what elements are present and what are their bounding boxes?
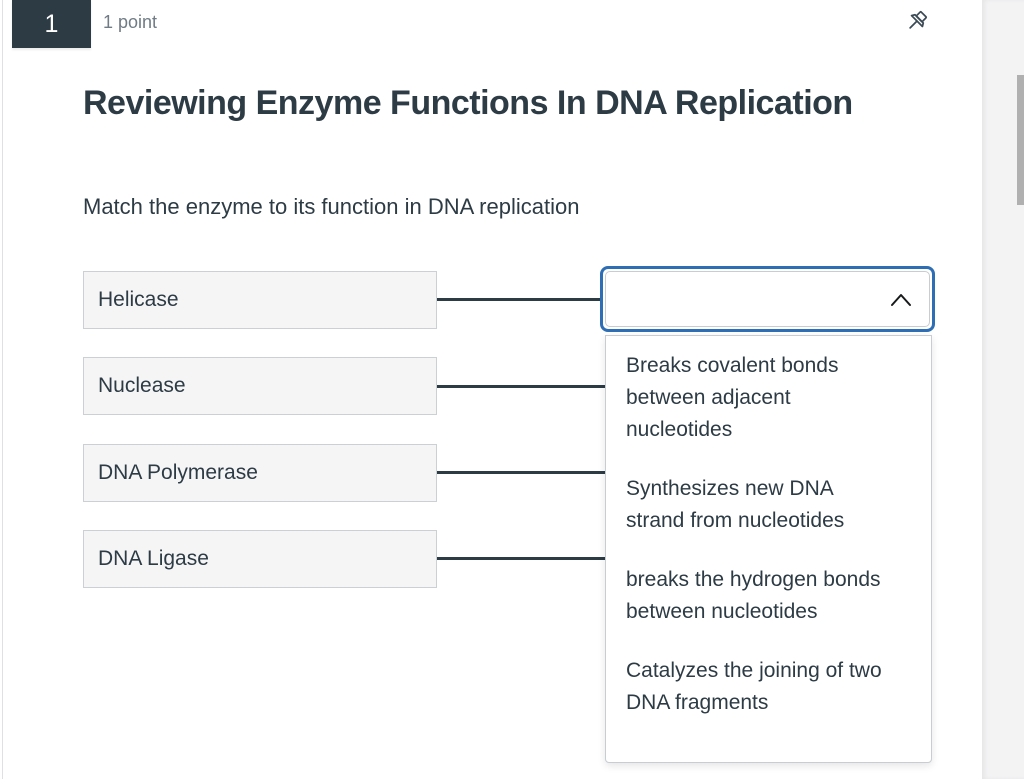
- scrollbar-thumb[interactable]: [1017, 75, 1024, 205]
- dropdown-menu: Breaks covalent bonds between adjacent n…: [605, 335, 932, 763]
- enzyme-box-nuclease: Nuclease: [83, 357, 437, 415]
- enzyme-box-helicase: Helicase: [83, 271, 437, 329]
- question-title: Reviewing Enzyme Functions In DNA Replic…: [83, 84, 853, 122]
- points-label: 1 point: [103, 12, 158, 32]
- dropdown-selected-value: [605, 271, 930, 327]
- bookmark-pin-button[interactable]: [897, 4, 935, 42]
- match-connector-line: [437, 385, 605, 388]
- answer-dropdown[interactable]: [600, 266, 935, 332]
- dropdown-option[interactable]: Catalyzes the joining of two DNA fragmen…: [626, 659, 882, 714]
- enzyme-box-dna-polymerase: DNA Polymerase: [83, 444, 437, 502]
- question-card: 1 1 point Reviewing Enzyme Functions In …: [2, 0, 982, 779]
- dropdown-option[interactable]: breaks the hydrogen bonds between nucleo…: [626, 568, 881, 623]
- enzyme-box-dna-ligase: DNA Ligase: [83, 530, 437, 588]
- question-number-badge: 1: [12, 0, 91, 48]
- chevron-up-icon: [888, 290, 914, 310]
- dropdown-option[interactable]: Synthesizes new DNA strand from nucleoti…: [626, 477, 845, 532]
- pushpin-icon: [902, 11, 930, 39]
- match-connector-line: [437, 471, 605, 474]
- question-prompt: Match the enzyme to its function in DNA …: [83, 194, 580, 219]
- page-gutter: [982, 0, 1024, 779]
- match-connector-line: [437, 298, 605, 301]
- dropdown-option[interactable]: Breaks covalent bonds between adjacent n…: [626, 354, 839, 441]
- match-connector-line: [437, 557, 605, 560]
